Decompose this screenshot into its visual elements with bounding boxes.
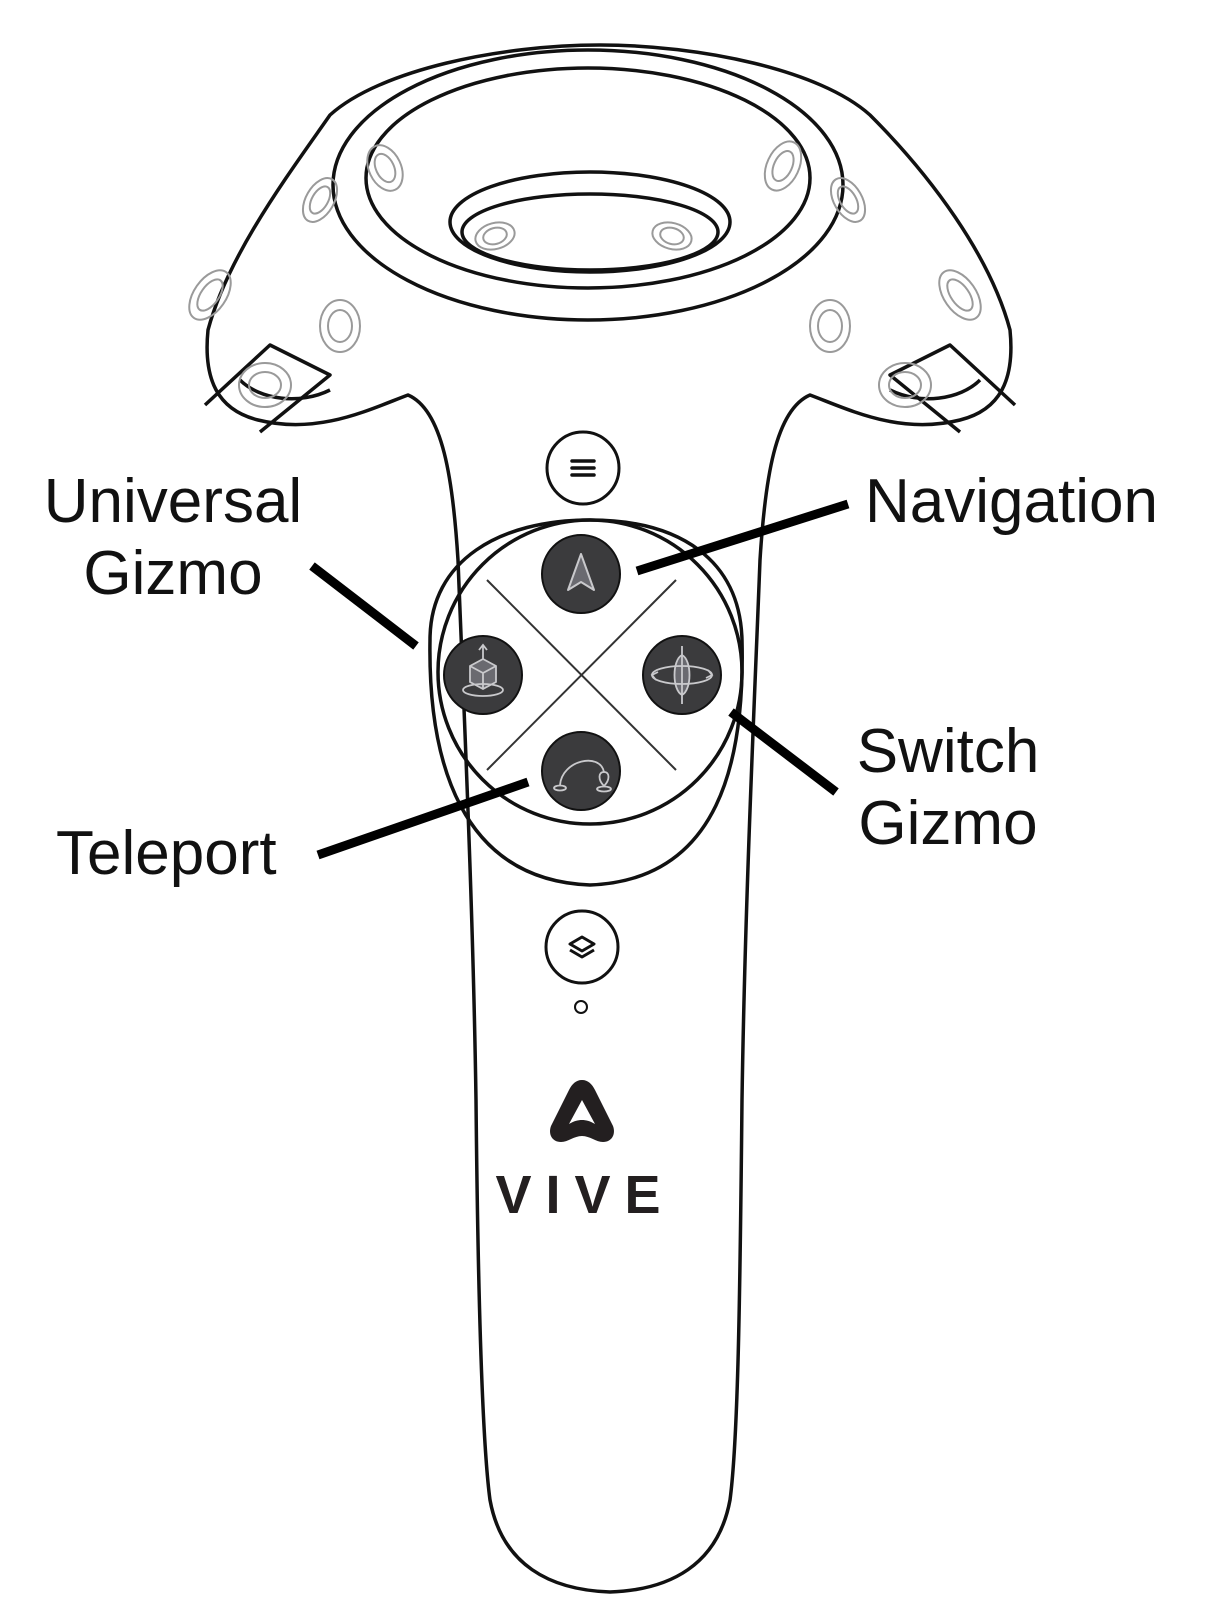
teleport-arc-icon bbox=[553, 759, 612, 793]
trackpad-divider bbox=[486, 579, 677, 771]
hamburger-icon bbox=[570, 459, 596, 477]
leader-switch-gizmo bbox=[728, 708, 839, 796]
label-switch-gizmo-line2: Gizmo bbox=[858, 789, 1038, 858]
label-teleport: Teleport bbox=[56, 819, 277, 888]
trackpad[interactable] bbox=[436, 518, 744, 826]
sensor bbox=[188, 269, 232, 321]
controller-outline bbox=[205, 43, 1013, 1594]
label-universal-gizmo-line1: Universal bbox=[43, 467, 303, 536]
sensor bbox=[474, 221, 516, 251]
vive-wordmark: VIVE bbox=[495, 1165, 675, 1225]
navigation-button[interactable] bbox=[541, 534, 621, 614]
rotate-gizmo-icon bbox=[650, 646, 714, 704]
teleport-button[interactable] bbox=[541, 731, 621, 811]
label-navigation: Navigation bbox=[865, 467, 1158, 536]
notch-right bbox=[888, 343, 1017, 434]
label-switch-gizmo: Switch Gizmo bbox=[853, 716, 1043, 860]
leader-lines bbox=[309, 499, 850, 860]
ring-hole bbox=[448, 170, 732, 274]
tracking-ring-outer bbox=[331, 48, 845, 322]
sensor bbox=[366, 144, 404, 192]
sensor bbox=[238, 362, 292, 408]
ring-hole-inner bbox=[460, 192, 720, 272]
controller-body bbox=[203, 43, 1017, 1594]
switch-gizmo-button[interactable] bbox=[642, 635, 722, 715]
label-switch-gizmo-line1: Switch bbox=[856, 717, 1040, 786]
transform-gizmo-icon bbox=[462, 643, 504, 697]
sensor bbox=[763, 140, 803, 192]
head-ridge-right bbox=[889, 378, 982, 401]
sensor bbox=[319, 299, 361, 353]
sensor bbox=[651, 221, 693, 251]
sensor bbox=[301, 177, 339, 223]
label-universal-gizmo-line2: Gizmo bbox=[83, 539, 263, 608]
leader-teleport bbox=[316, 777, 530, 860]
status-led bbox=[574, 1000, 588, 1014]
tracking-ring-mid bbox=[364, 66, 812, 290]
system-button[interactable] bbox=[544, 909, 620, 985]
leader-universal-gizmo bbox=[309, 562, 419, 650]
head-ridge-left bbox=[238, 378, 331, 401]
tracking-sensors bbox=[188, 140, 982, 408]
sensor bbox=[878, 362, 932, 408]
leader-navigation bbox=[635, 499, 850, 576]
sensor bbox=[809, 299, 851, 353]
sensor bbox=[829, 177, 867, 223]
notch-left bbox=[203, 343, 332, 434]
sensor bbox=[938, 269, 982, 321]
universal-gizmo-button[interactable] bbox=[443, 635, 523, 715]
layers-icon bbox=[568, 935, 596, 959]
vive-logo-icon bbox=[550, 1080, 614, 1142]
navigation-arrow-icon bbox=[567, 553, 595, 591]
menu-button[interactable] bbox=[545, 430, 621, 506]
label-universal-gizmo: Universal Gizmo bbox=[37, 466, 309, 610]
